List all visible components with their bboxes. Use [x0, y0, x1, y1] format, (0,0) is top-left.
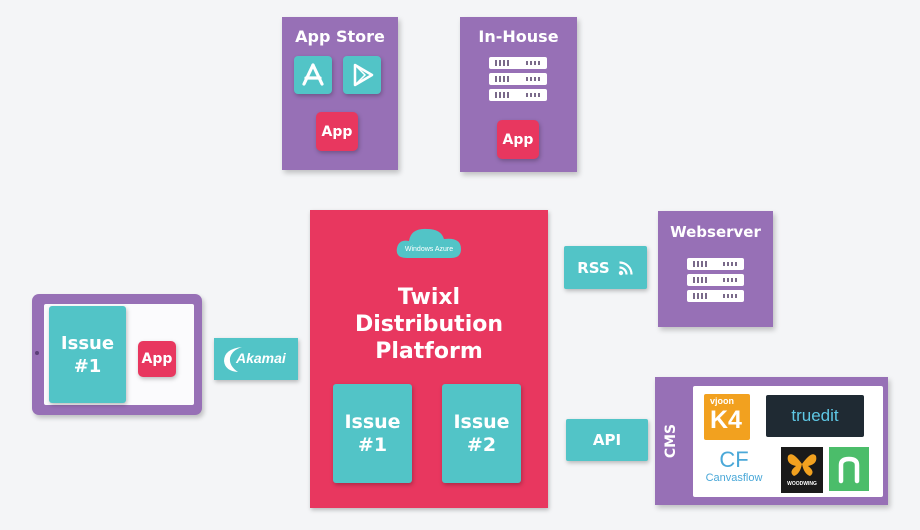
twixl-distribution-platform: Windows Azure Twixl Distribution Platfor… [310, 210, 548, 508]
in-house-title: In-House [478, 27, 559, 46]
vjoon-label: vjoon [710, 396, 734, 406]
apple-app-store-icon [294, 56, 332, 94]
cloud-label: Windows Azure [404, 246, 454, 253]
platform-title-line1: Twixl [397, 285, 461, 310]
canvasflow-mark: CF [719, 447, 749, 472]
api-badge: API [566, 419, 648, 461]
google-play-icon [343, 56, 381, 94]
platform-issue-1: Issue #1 [333, 384, 412, 483]
cloud-icon: Windows Azure [393, 224, 465, 262]
server-icon [489, 57, 547, 101]
cms-title: CMS [663, 423, 679, 459]
rss-icon [618, 260, 633, 275]
webserver-title: Webserver [670, 223, 761, 241]
canvasflow-logo: CF Canvasflow [701, 448, 767, 494]
in-house-app-badge: App [497, 120, 539, 159]
tablet-screen: Issue #1 App [44, 304, 194, 405]
webserver-card: Webserver [658, 211, 773, 327]
tablet-device: Issue #1 App [32, 294, 202, 415]
truedit-logo: truedit [766, 395, 864, 437]
woodwing-butterfly-icon [787, 454, 817, 476]
tablet-issue-1: Issue #1 [49, 306, 126, 403]
akamai-badge: Akamai [214, 338, 298, 380]
rss-label: RSS [577, 258, 610, 277]
k4-label: K4 [710, 406, 742, 434]
app-store-title: App Store [295, 27, 385, 46]
webserver-server-icon [687, 258, 744, 302]
akamai-swoosh-icon [224, 347, 242, 372]
truedit-label: truedit [791, 406, 839, 425]
cms-card: CMS vjoon K4 truedit CF Canvasflow WOODW… [655, 377, 888, 505]
woodwing-label: WOODWING [787, 481, 817, 487]
akamai-label: Akamai [236, 350, 286, 366]
in-house-card: In-House App [460, 17, 577, 172]
app-store-card: App Store App [282, 17, 398, 170]
platform-title-line3: Platform [375, 339, 483, 364]
platform-issue-2: Issue #2 [442, 384, 521, 483]
tablet-home-dot [35, 351, 39, 355]
n-brand-logo [829, 447, 869, 491]
platform-title-line2: Distribution [354, 312, 504, 337]
cms-logo-panel: vjoon K4 truedit CF Canvasflow WOODWING [693, 386, 883, 497]
vjoon-k4-logo: vjoon K4 [704, 394, 750, 440]
tablet-app-badge: App [138, 341, 176, 377]
platform-title: Twixl Distribution Platform [310, 284, 548, 365]
woodwing-logo: WOODWING [781, 447, 823, 493]
app-store-app-badge: App [316, 112, 358, 151]
rss-badge: RSS [564, 246, 647, 289]
canvasflow-label: Canvasflow [705, 472, 763, 484]
n-icon [838, 456, 860, 484]
